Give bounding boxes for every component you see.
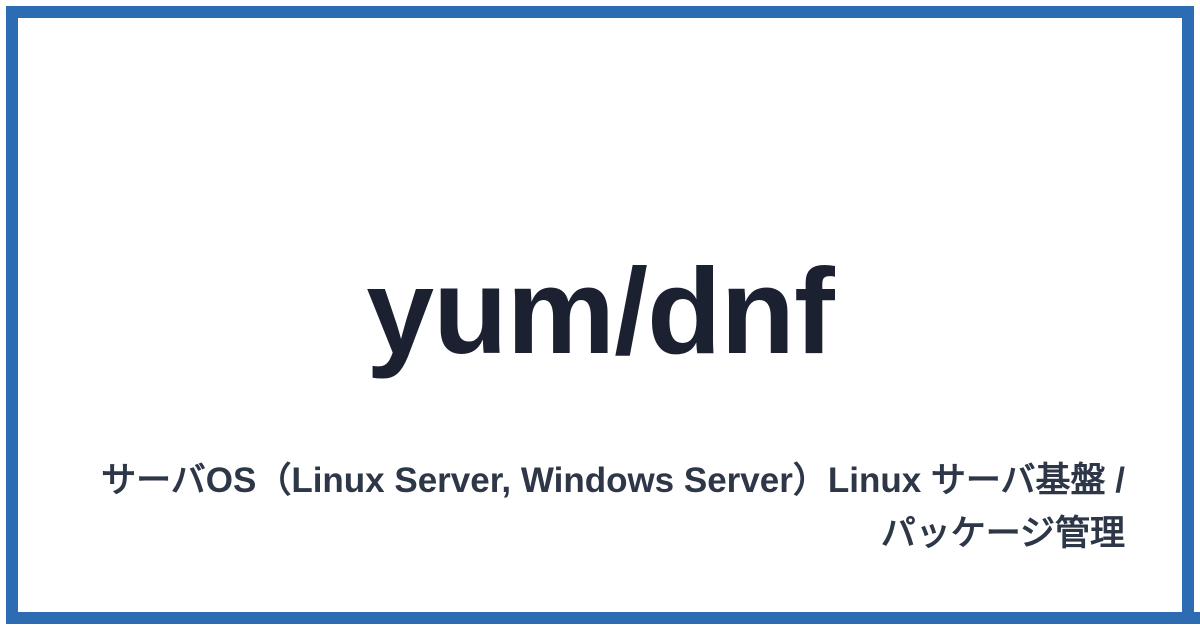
frame-border-left	[6, 6, 18, 624]
slide-content-area: yum/dnf サーバOS（Linux Server, Windows Serv…	[18, 18, 1182, 612]
frame-border-right	[1182, 6, 1194, 624]
frame-border-bottom	[6, 612, 1200, 624]
subtitle-block: サーバOS（Linux Server, Windows Server）Linux…	[58, 454, 1125, 560]
slide-title: yum/dnf	[366, 243, 834, 379]
title-block: yum/dnf	[18, 250, 1182, 372]
frame-border-top	[6, 6, 1194, 18]
slide-subtitle: サーバOS（Linux Server, Windows Server）Linux…	[101, 461, 1125, 554]
